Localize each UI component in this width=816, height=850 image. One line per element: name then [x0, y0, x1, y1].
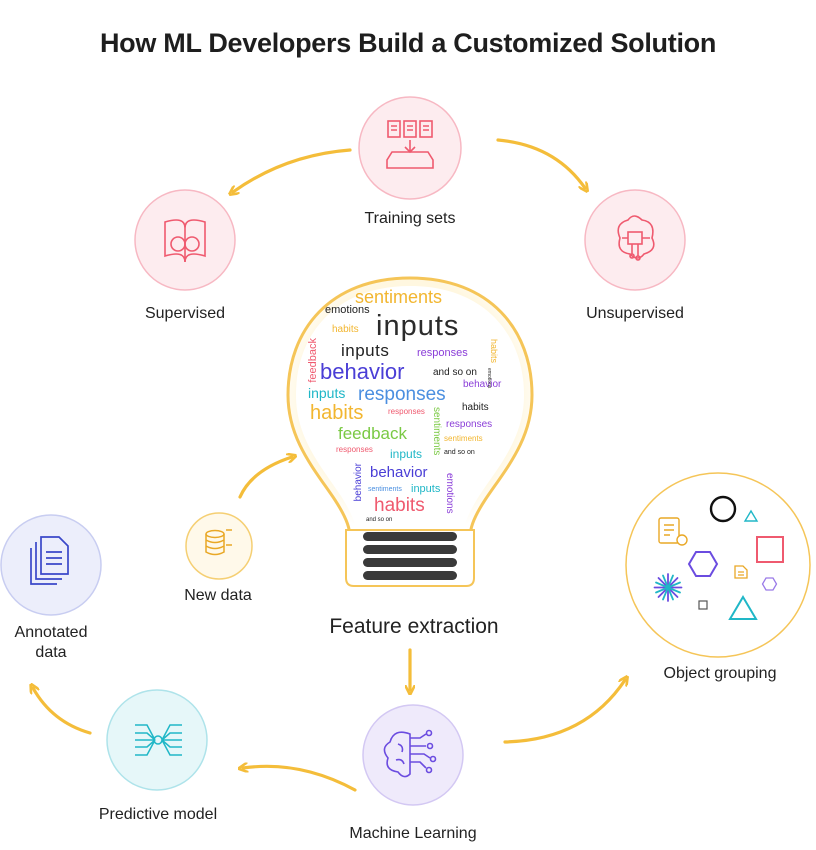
book-brain-icon — [164, 219, 206, 263]
word: inputs — [411, 483, 441, 495]
label-annotated-data-line2: data — [35, 644, 67, 661]
clipboard-check-icon — [658, 517, 688, 546]
word: emotions — [486, 368, 492, 389]
bulb-base — [363, 532, 457, 580]
triangle-shape-icon — [728, 595, 758, 620]
word: habits — [332, 324, 359, 335]
arrow-ml-to-predictive — [243, 766, 357, 792]
machine-learning-node — [362, 704, 464, 806]
documents-inbox-icon — [386, 120, 434, 169]
new-data-node — [185, 512, 253, 580]
word: responses — [446, 419, 493, 430]
word: emotions — [444, 473, 455, 514]
arrow-newdata-to-bulb — [238, 457, 292, 499]
starburst-icon — [653, 573, 683, 602]
database-icon — [205, 529, 232, 556]
word: responses — [358, 384, 446, 405]
label-supervised: Supervised — [144, 305, 226, 322]
label-annotated-data-line1: Annotated — [14, 624, 88, 641]
label-machine-learning: Machine Learning — [349, 825, 477, 842]
word: habits — [374, 495, 425, 516]
annotated-data-node — [0, 514, 102, 616]
files-icon — [30, 536, 69, 585]
word: inputs — [390, 447, 423, 461]
brain-chip-icon — [617, 215, 655, 261]
circuit-brain-icon — [383, 729, 437, 778]
word: responses — [388, 407, 425, 416]
word: behavior — [370, 464, 428, 481]
circle-shape-icon — [709, 495, 737, 523]
training-sets-node — [358, 96, 462, 200]
arrow-training-to-supervised — [233, 148, 352, 192]
word: and so on — [433, 367, 477, 378]
document-small-icon — [734, 565, 748, 579]
word: habits — [489, 339, 499, 364]
label-feature-extraction: Feature extraction — [329, 615, 499, 638]
supervised-node — [134, 189, 236, 291]
arrow-training-to-unsupervised — [496, 138, 585, 188]
word: behavior — [320, 359, 405, 384]
tiny-square-icon — [698, 600, 708, 610]
label-unsupervised: Unsupervised — [586, 305, 684, 322]
word: feedback — [307, 338, 319, 383]
network-icon — [135, 724, 182, 756]
word: and so on — [444, 449, 475, 456]
arrow-predictive-to-annotated — [33, 688, 92, 735]
object-grouping-node — [625, 472, 811, 658]
unsupervised-node — [584, 189, 686, 291]
word: habits — [310, 402, 364, 424]
label-new-data: New data — [184, 587, 252, 604]
word: feedback — [338, 424, 407, 443]
word: habits — [462, 402, 489, 413]
predictive-model-node — [106, 689, 208, 791]
word: behavior — [463, 379, 502, 390]
lightbulb-icon — [286, 276, 534, 587]
word: responses — [417, 347, 468, 359]
word: inputs — [308, 385, 346, 401]
word: inputs — [376, 310, 460, 342]
word: sentiments — [368, 486, 402, 493]
label-training-sets: Training sets — [364, 210, 456, 227]
small-triangle-icon — [743, 509, 759, 522]
word: responses — [336, 445, 373, 454]
word: sentiments — [431, 407, 442, 456]
word: sentiments — [444, 434, 483, 443]
small-hexagon-icon — [761, 577, 778, 591]
flow-arrows — [33, 138, 625, 792]
page-title: How ML Developers Build a Customized Sol… — [99, 28, 717, 58]
word: emotions — [325, 304, 370, 316]
word: behavior — [353, 463, 364, 502]
word: and so on — [366, 517, 393, 523]
word: sentiments — [355, 287, 443, 307]
arrow-ml-to-objectgrouping — [503, 680, 625, 744]
label-predictive-model: Predictive model — [98, 806, 218, 823]
label-object-grouping: Object grouping — [663, 665, 777, 682]
word: inputs — [341, 341, 390, 360]
square-shape-icon — [756, 536, 784, 563]
hexagon-shape-icon — [687, 551, 719, 577]
